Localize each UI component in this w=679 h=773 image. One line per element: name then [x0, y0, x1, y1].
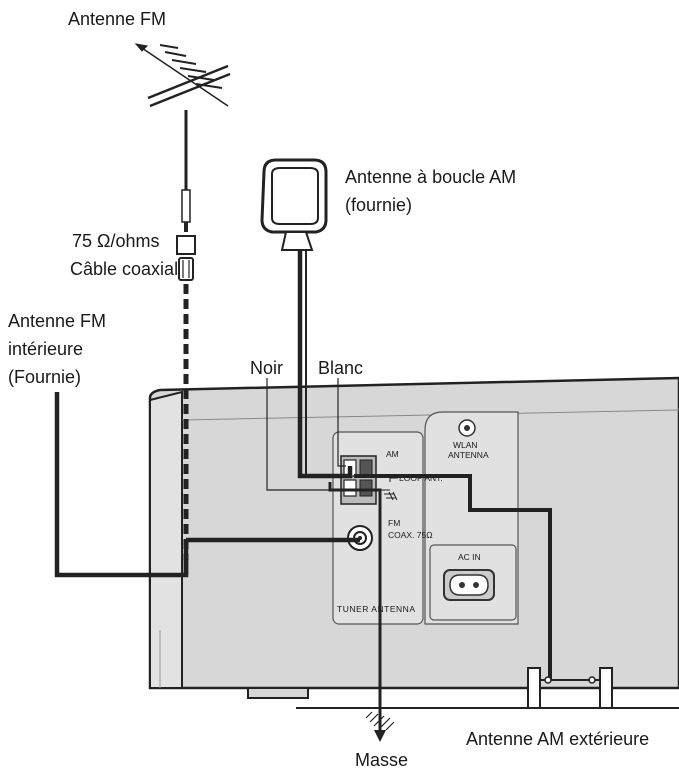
am-loop-wire-white — [297, 250, 353, 479]
label-noir: Noir — [250, 358, 283, 378]
label-loop-line1: Antenne à boucle AM — [345, 167, 516, 187]
coax-cable — [176, 189, 196, 560]
ground-wire — [328, 482, 395, 742]
label-masse: Masse — [355, 750, 408, 770]
am-loop-antenna-icon — [260, 158, 328, 251]
label-indoor-line2: intérieure — [8, 339, 83, 359]
blanc-leader-line — [337, 378, 346, 467]
noir-leader-line — [266, 378, 346, 491]
wlan-label-line1: WLAN — [453, 440, 478, 450]
am-panel-label: AM — [386, 449, 399, 459]
ac-in-label: AC IN — [458, 552, 481, 562]
label-indoor-line1: Antenne FM — [8, 311, 106, 331]
fm-antenna-icon — [134, 43, 231, 200]
label-blanc: Blanc — [318, 358, 363, 378]
tuner-antenna-label: TUNER ANTENNA — [337, 604, 415, 614]
outdoor-am-antenna-wire — [354, 474, 552, 680]
label-outdoor-am: Antenne AM extérieure — [466, 729, 649, 749]
fm-panel-label: FM — [388, 518, 400, 528]
wlan-ac-panel: WLAN ANTENNA AC IN — [424, 411, 519, 625]
label-fm-antenna: Antenne FM — [68, 9, 166, 29]
label-coax-line2: Câble coaxial — [70, 259, 178, 279]
label-loop-line2: (fournie) — [345, 195, 412, 215]
coax-panel-label: COAX. 75Ω — [388, 530, 433, 540]
wlan-label-line2: ANTENNA — [448, 450, 489, 460]
outdoor-am-antenna-icon — [527, 667, 613, 709]
label-indoor-line3: (Fournie) — [8, 367, 81, 387]
label-coax-line1: 75 Ω/ohms — [72, 231, 160, 251]
